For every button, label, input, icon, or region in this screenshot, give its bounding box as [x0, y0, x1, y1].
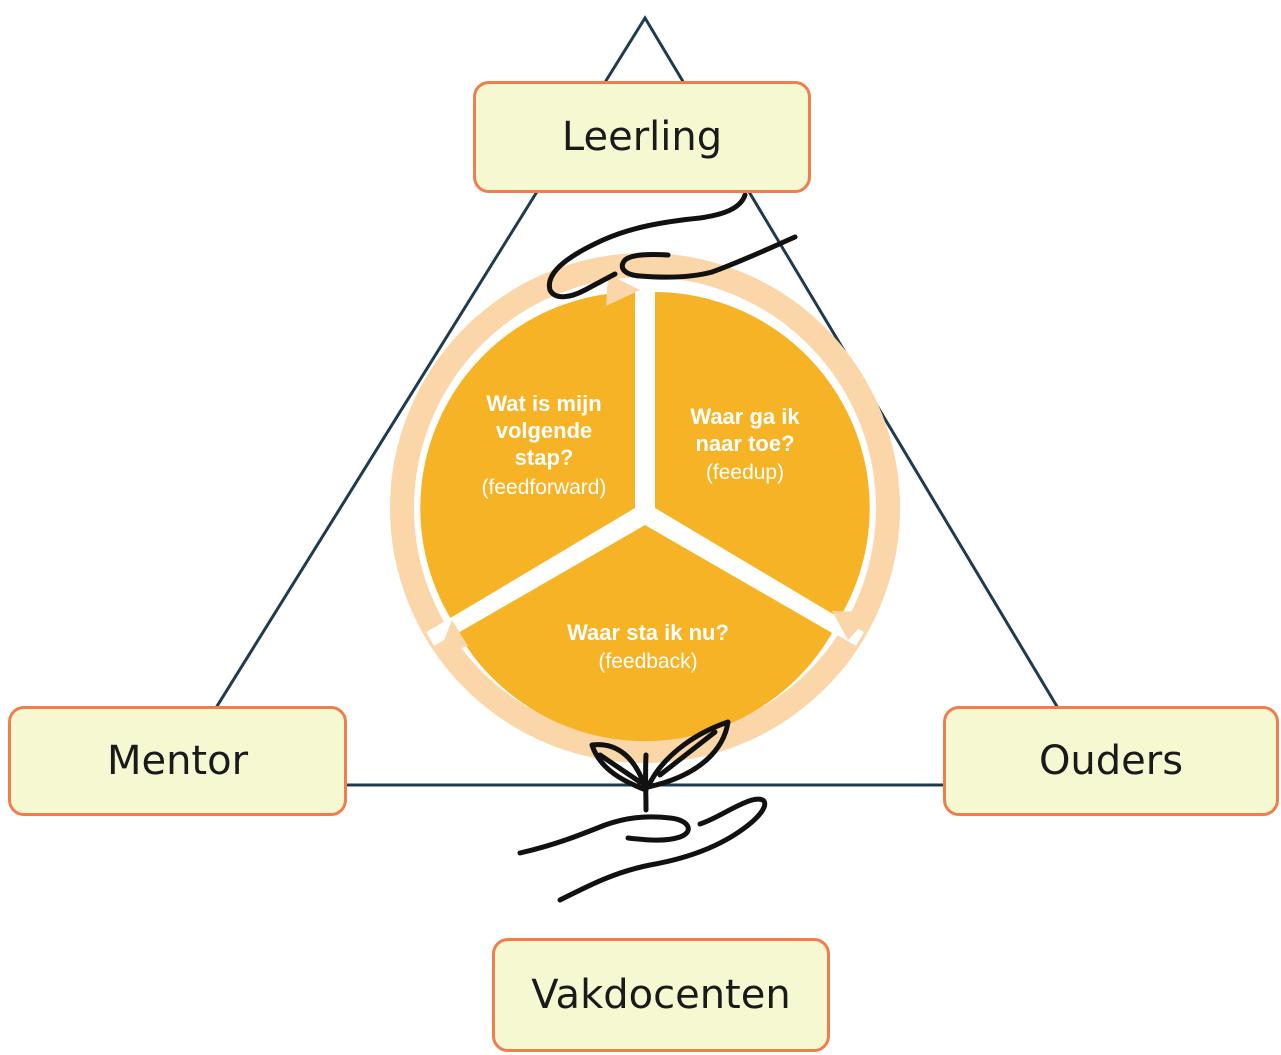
role-label-vakdocenten: Vakdocenten — [531, 972, 791, 1018]
role-box-leerling: Leerling — [473, 81, 811, 193]
feedforward-line-1: Wat is mijn — [486, 391, 601, 416]
role-label-ouders: Ouders — [1038, 738, 1184, 784]
cycle-segments — [420, 292, 870, 742]
feedforward-sub: (feedforward) — [482, 476, 607, 499]
feedforward-line-3: stap? — [515, 445, 574, 470]
feedup-line-1: Waar ga ik — [690, 404, 800, 429]
role-box-vakdocenten: Vakdocenten — [492, 938, 830, 1052]
cycle-arrow-icon — [438, 274, 874, 656]
feedback-line-1: Waar sta ik nu? — [567, 620, 729, 645]
segment-feedup — [655, 292, 870, 618]
cycle-outer-ring — [390, 253, 900, 763]
segment-separators — [426, 280, 864, 646]
role-label-leerling: Leerling — [561, 114, 723, 160]
segment-feedforward — [420, 292, 635, 618]
hand-icon — [546, 192, 798, 300]
text-feedforward: Wat is mijn volgende stap? (feedforward) — [482, 391, 607, 499]
segment-feedback — [457, 525, 833, 742]
role-box-ouders: Ouders — [943, 706, 1279, 816]
feedback-sub: (feedback) — [598, 650, 697, 673]
feedup-sub: (feedup) — [706, 461, 784, 484]
role-label-mentor: Mentor — [106, 738, 249, 784]
role-box-mentor: Mentor — [8, 706, 347, 816]
feedup-line-2: naar toe? — [695, 431, 794, 456]
text-feedup: Waar ga ik naar toe? (feedup) — [690, 404, 800, 484]
text-feedback: Waar sta ik nu? (feedback) — [567, 620, 729, 673]
hand-icon — [517, 796, 768, 903]
feedforward-line-2: volgende — [496, 418, 593, 443]
plant-icon — [589, 719, 731, 813]
